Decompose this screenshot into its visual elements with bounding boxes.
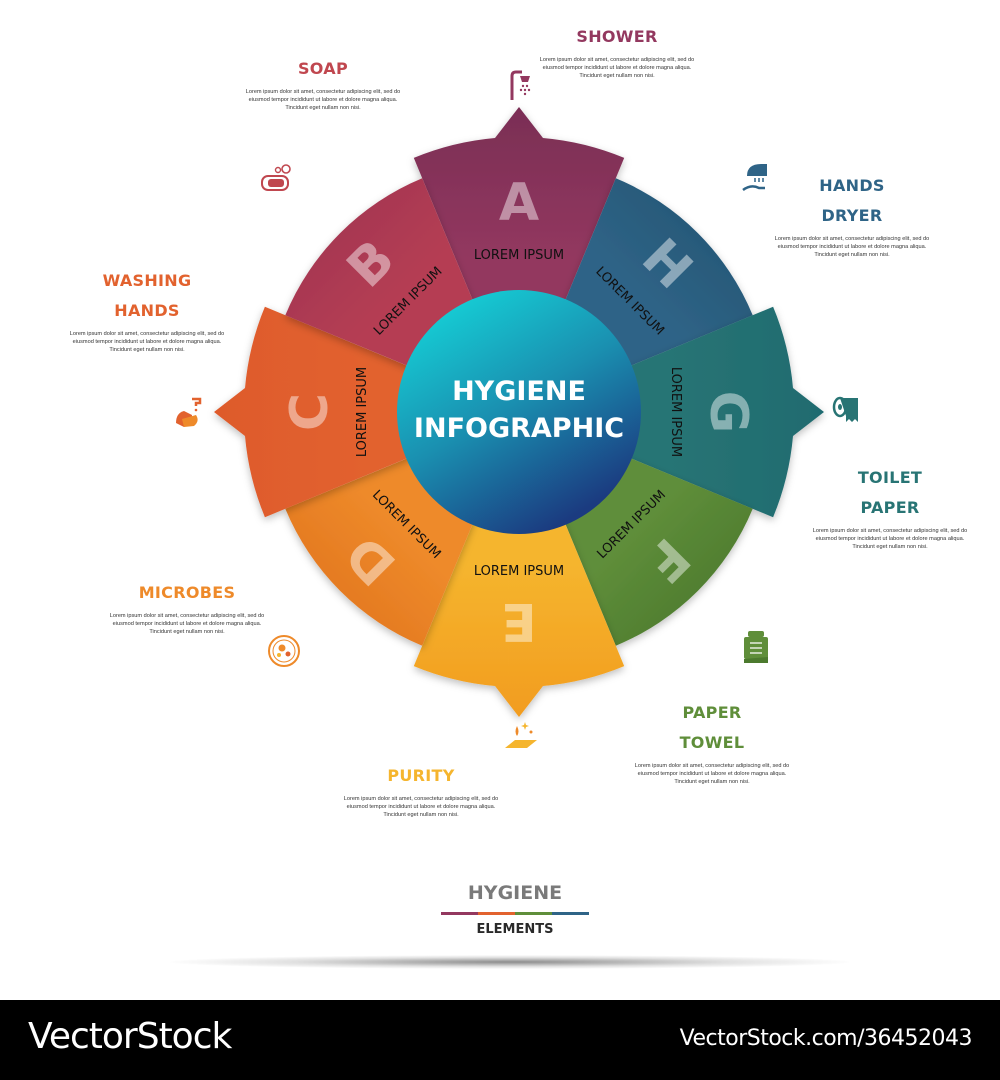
callout-body: Lorem ipsum dolor sit amet, consectetur … [772, 235, 932, 259]
segment-label: LOREM IPSUM [474, 564, 564, 579]
callout-body: Lorem ipsum dolor sit amet, consectetur … [632, 762, 792, 786]
callout-body: Lorem ipsum dolor sit amet, consectetur … [67, 330, 227, 354]
callout-hands-dryer: HANDS DRYER Lorem ipsum dolor sit amet, … [772, 171, 932, 259]
footer-subtitle: ELEMENTS [476, 922, 554, 937]
body-line: eiusmod tempor incididunt ut labore et d… [248, 97, 398, 103]
toilet-paper-icon [832, 396, 858, 422]
segment-label: LOREM IPSUM [474, 248, 564, 263]
footer-bar-segment [515, 912, 552, 915]
callout-title: PURITY [387, 766, 455, 785]
title-line: DRYER [821, 206, 883, 225]
title-line: PAPER [860, 498, 920, 517]
body-line: Lorem ipsum dolor sit amet, consectetur … [774, 236, 930, 242]
callout-microbes: MICROBES Lorem ipsum dolor sit amet, con… [107, 578, 267, 636]
callout-title: WASHING HANDS [67, 266, 227, 326]
body-line: eiusmod tempor incididunt ut labore et d… [777, 244, 927, 250]
callout-title: SHOWER [576, 27, 658, 46]
hand-dryer-icon [742, 164, 767, 192]
body-line: Lorem ipsum dolor sit amet, consectetur … [69, 331, 225, 337]
soap-icon [261, 164, 291, 191]
callout-title: PAPER TOWEL [632, 698, 792, 758]
callout-purity: PURITY Lorem ipsum dolor sit amet, conse… [341, 761, 501, 819]
body-line: Lorem ipsum dolor sit amet, consectetur … [634, 763, 790, 769]
body-line: eiusmod tempor incididunt ut labore et d… [72, 339, 222, 345]
body-line: eiusmod tempor incididunt ut labore et d… [815, 536, 965, 542]
title-line: PAPER [682, 703, 742, 722]
segment-a [413, 107, 625, 412]
shower-icon [510, 70, 531, 100]
segment-letter: E [501, 591, 537, 651]
segment-label: LOREM IPSUM [355, 367, 370, 457]
body-line: Tincidunt eget nullam non nisi. [149, 629, 225, 635]
callout-paper-towel: PAPER TOWEL Lorem ipsum dolor sit amet, … [632, 698, 792, 786]
footer-bar-segment [478, 912, 515, 915]
footer-bar-segment [552, 912, 589, 915]
segment-e [413, 412, 625, 717]
callout-title: MICROBES [138, 583, 236, 602]
body-line: Tincidunt eget nullam non nisi. [285, 105, 361, 111]
body-line: Tincidunt eget nullam non nisi. [814, 252, 890, 258]
body-line: Lorem ipsum dolor sit amet, consectetur … [343, 796, 499, 802]
callout-washing-hands: WASHING HANDS Lorem ipsum dolor sit amet… [67, 266, 227, 354]
segment-c [214, 306, 519, 518]
center-title-line1: HYGIENE [452, 376, 586, 407]
body-line: Tincidunt eget nullam non nisi. [579, 73, 655, 79]
center-title-line2: INFOGRAPHIC [414, 413, 624, 444]
footer-title: HYGIENE [467, 882, 563, 904]
callout-toilet-paper: TOILET PAPER Lorem ipsum dolor sit amet,… [810, 463, 970, 551]
body-line: Lorem ipsum dolor sit amet, consectetur … [812, 528, 968, 534]
watermark-reference: VectorStock.com/36452043 [679, 1026, 973, 1051]
title-line: WASHING [102, 271, 192, 290]
callout-body: Lorem ipsum dolor sit amet, consectetur … [341, 795, 501, 819]
title-line: HANDS [114, 301, 180, 320]
callout-body: Lorem ipsum dolor sit amet, consectetur … [810, 527, 970, 551]
title-line: TOILET [857, 468, 923, 487]
segment-letter: G [698, 391, 758, 434]
watermark-brand: VectorStock [28, 1016, 232, 1057]
callout-body: Lorem ipsum dolor sit amet, consectetur … [243, 88, 403, 112]
body-line: Tincidunt eget nullam non nisi. [674, 779, 750, 785]
paper-towel-icon [744, 631, 768, 663]
watermark-bar: VectorStock VectorStock.com/36452043 [0, 1000, 1000, 1080]
callout-body: Lorem ipsum dolor sit amet, consectetur … [537, 56, 697, 80]
segment-letter: A [499, 173, 539, 233]
callout-title: TOILET PAPER [810, 463, 970, 523]
segment-g [519, 306, 824, 518]
microbes-icon [268, 635, 300, 667]
body-line: eiusmod tempor incididunt ut labore et d… [346, 804, 496, 810]
callout-body: Lorem ipsum dolor sit amet, consectetur … [107, 612, 267, 636]
segment-letter: C [280, 393, 340, 431]
body-line: eiusmod tempor incididunt ut labore et d… [542, 65, 692, 71]
body-line: Tincidunt eget nullam non nisi. [852, 544, 928, 550]
body-line: Lorem ipsum dolor sit amet, consectetur … [245, 89, 401, 95]
title-line: TOWEL [679, 733, 745, 752]
segment-label: LOREM IPSUM [668, 367, 683, 457]
washing-hands-icon [176, 397, 202, 427]
center-circle [397, 290, 641, 534]
body-line: eiusmod tempor incididunt ut labore et d… [637, 771, 787, 777]
callout-shower: SHOWER Lorem ipsum dolor sit amet, conse… [537, 22, 697, 80]
callout-soap: SOAP Lorem ipsum dolor sit amet, consect… [243, 54, 403, 112]
floor-shadow [170, 955, 850, 969]
purity-icon [505, 722, 537, 748]
body-line: Lorem ipsum dolor sit amet, consectetur … [539, 57, 695, 63]
title-line: HANDS [819, 176, 885, 195]
body-line: Tincidunt eget nullam non nisi. [383, 812, 459, 818]
body-line: Lorem ipsum dolor sit amet, consectetur … [109, 613, 265, 619]
footer-color-bar [441, 912, 589, 915]
callout-title: SOAP [297, 59, 348, 78]
callout-title: HANDS DRYER [772, 171, 932, 231]
body-line: eiusmod tempor incididunt ut labore et d… [112, 621, 262, 627]
body-line: Tincidunt eget nullam non nisi. [109, 347, 185, 353]
footer-bar-segment [441, 912, 478, 915]
